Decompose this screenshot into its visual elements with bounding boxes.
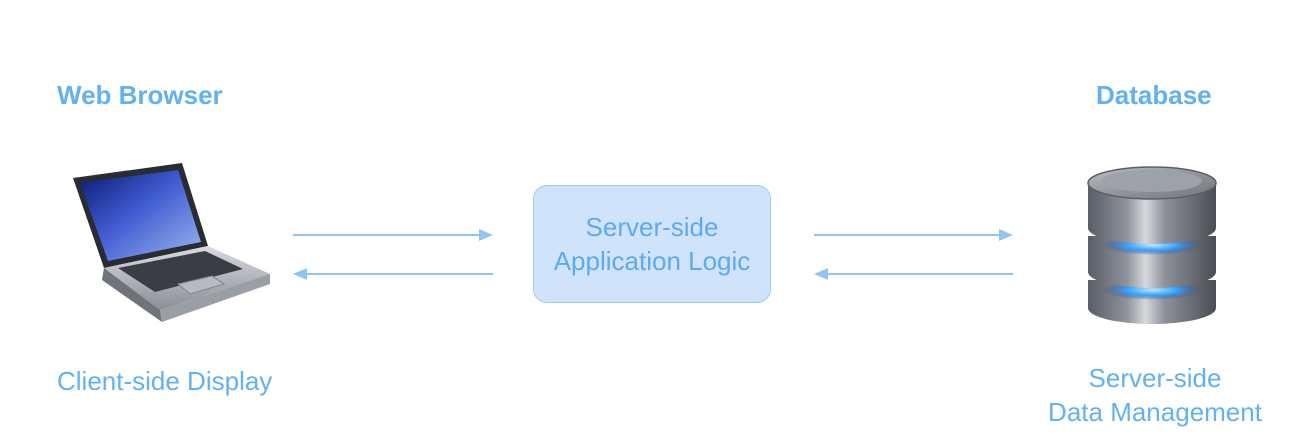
laptop-icon	[73, 163, 270, 322]
data-management-caption: Server-side Data Management	[1030, 361, 1280, 429]
database-title: Database	[1096, 80, 1212, 110]
data-caption-line1: Server-side	[1088, 363, 1222, 393]
app-box-line1: Server-side	[585, 212, 719, 242]
web-browser-title: Web Browser	[57, 80, 223, 110]
data-caption-line2: Data Management	[1048, 397, 1262, 427]
client-side-display-caption: Client-side Display	[57, 366, 273, 396]
application-logic-box: Server-side Application Logic	[533, 185, 771, 303]
database-icon	[1087, 166, 1217, 324]
app-box-line2: Application Logic	[553, 246, 751, 276]
